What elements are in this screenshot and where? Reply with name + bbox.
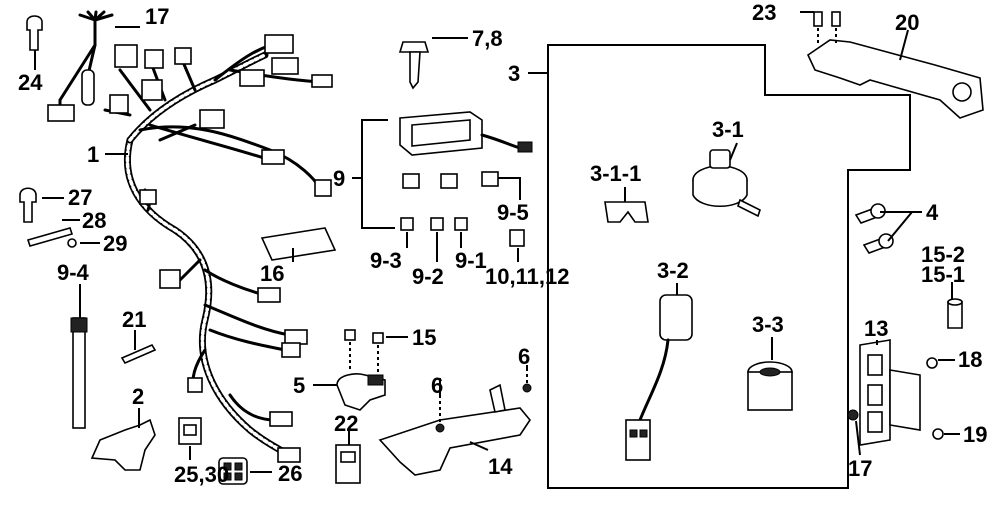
part-15-1-fuse: [947, 298, 963, 329]
callout-9-4: 9-5: [497, 200, 529, 225]
callout-23: 26: [278, 461, 302, 486]
part-3-1-1-clip: [604, 201, 649, 223]
callout-labels: 17 24 1 27 28 29 9-4 21 2 25,30 26 22 16…: [18, 0, 987, 487]
callout-24: 22: [334, 411, 358, 436]
callout-3: 3: [508, 61, 520, 86]
callout-15-1: 15-2: [921, 242, 965, 267]
callout-2: 2: [132, 384, 144, 409]
callout-21: 24: [18, 70, 43, 95]
part-28-tie: [26, 227, 74, 247]
callout-15: 13: [864, 316, 888, 341]
callout-1: 1: [87, 142, 99, 167]
part-13-bracket: [378, 368, 532, 476]
callout-13: 14: [488, 454, 513, 479]
callout-19: 21: [122, 307, 146, 332]
part-25-30-sheet: [260, 227, 337, 261]
callout-18: 20: [895, 10, 919, 35]
part-7-8-key: [398, 41, 430, 90]
part-27-clip: [19, 187, 37, 223]
part-3-2-socket-cable: [625, 294, 693, 461]
callout-28: 28: [82, 208, 106, 233]
callout-9-3: 9-3: [370, 248, 402, 273]
callout-15-2: 15-1: [921, 262, 965, 287]
callout-20: 23: [752, 0, 776, 25]
part-14-screws: [344, 329, 384, 372]
callout-9-2: 9-2: [412, 264, 444, 289]
part-24-connector: [335, 444, 361, 484]
part-26-sub-harness: [47, 10, 114, 122]
callout-16: 17: [848, 456, 872, 481]
callout-14: 15: [412, 325, 436, 350]
callout-17-top: 18: [958, 347, 982, 372]
part-22-connector: [178, 417, 202, 445]
leader-lines: [34, 11, 960, 473]
part-2-bracket: [90, 418, 156, 471]
part-23-connector: [218, 457, 248, 485]
part-18-bracket: [806, 39, 984, 119]
callout-7-8: 7,8: [472, 26, 503, 51]
callout-17-bottom: 19: [963, 422, 987, 447]
callout-3-2: 3-2: [657, 258, 689, 283]
callout-4: 4: [926, 200, 939, 225]
part-5-sensor: [336, 373, 386, 411]
panel-3-outline: [547, 44, 911, 489]
part-3-3-socket: [747, 361, 793, 411]
callout-9-5: 10,11,12: [485, 264, 569, 289]
part-20-bolts: [813, 11, 841, 46]
callout-5: 5: [293, 373, 305, 398]
part-3-1-cap: [692, 149, 761, 218]
part-21-clip: [26, 15, 43, 51]
callout-10-11-12: 9-4: [57, 260, 90, 285]
callout-6-left: 6: [431, 373, 443, 398]
part-29-clip: [67, 238, 77, 248]
part-19-pin: [120, 343, 157, 365]
part-9-relay-box: [399, 111, 533, 247]
part-10-12-strap: [70, 317, 88, 429]
callout-22: 25,30: [174, 462, 229, 487]
callout-29: 29: [103, 231, 127, 256]
part-15-fuse-box: [859, 339, 921, 446]
callout-27: 27: [68, 185, 92, 210]
part-17-screws: [926, 357, 944, 440]
callout-9: 9: [333, 166, 345, 191]
wiring-harness: [103, 34, 333, 463]
callout-3-3: 3-3: [752, 312, 784, 337]
callout-3-1-1: 3-1-1: [590, 161, 641, 186]
part-16-nut: [847, 409, 859, 421]
callout-3-1: 3-1: [712, 117, 744, 142]
callout-26: 17: [145, 4, 169, 29]
callout-6-right: 6: [518, 344, 530, 369]
callout-25-30: 16: [260, 261, 284, 286]
callout-9-1: 9-1: [455, 248, 487, 273]
